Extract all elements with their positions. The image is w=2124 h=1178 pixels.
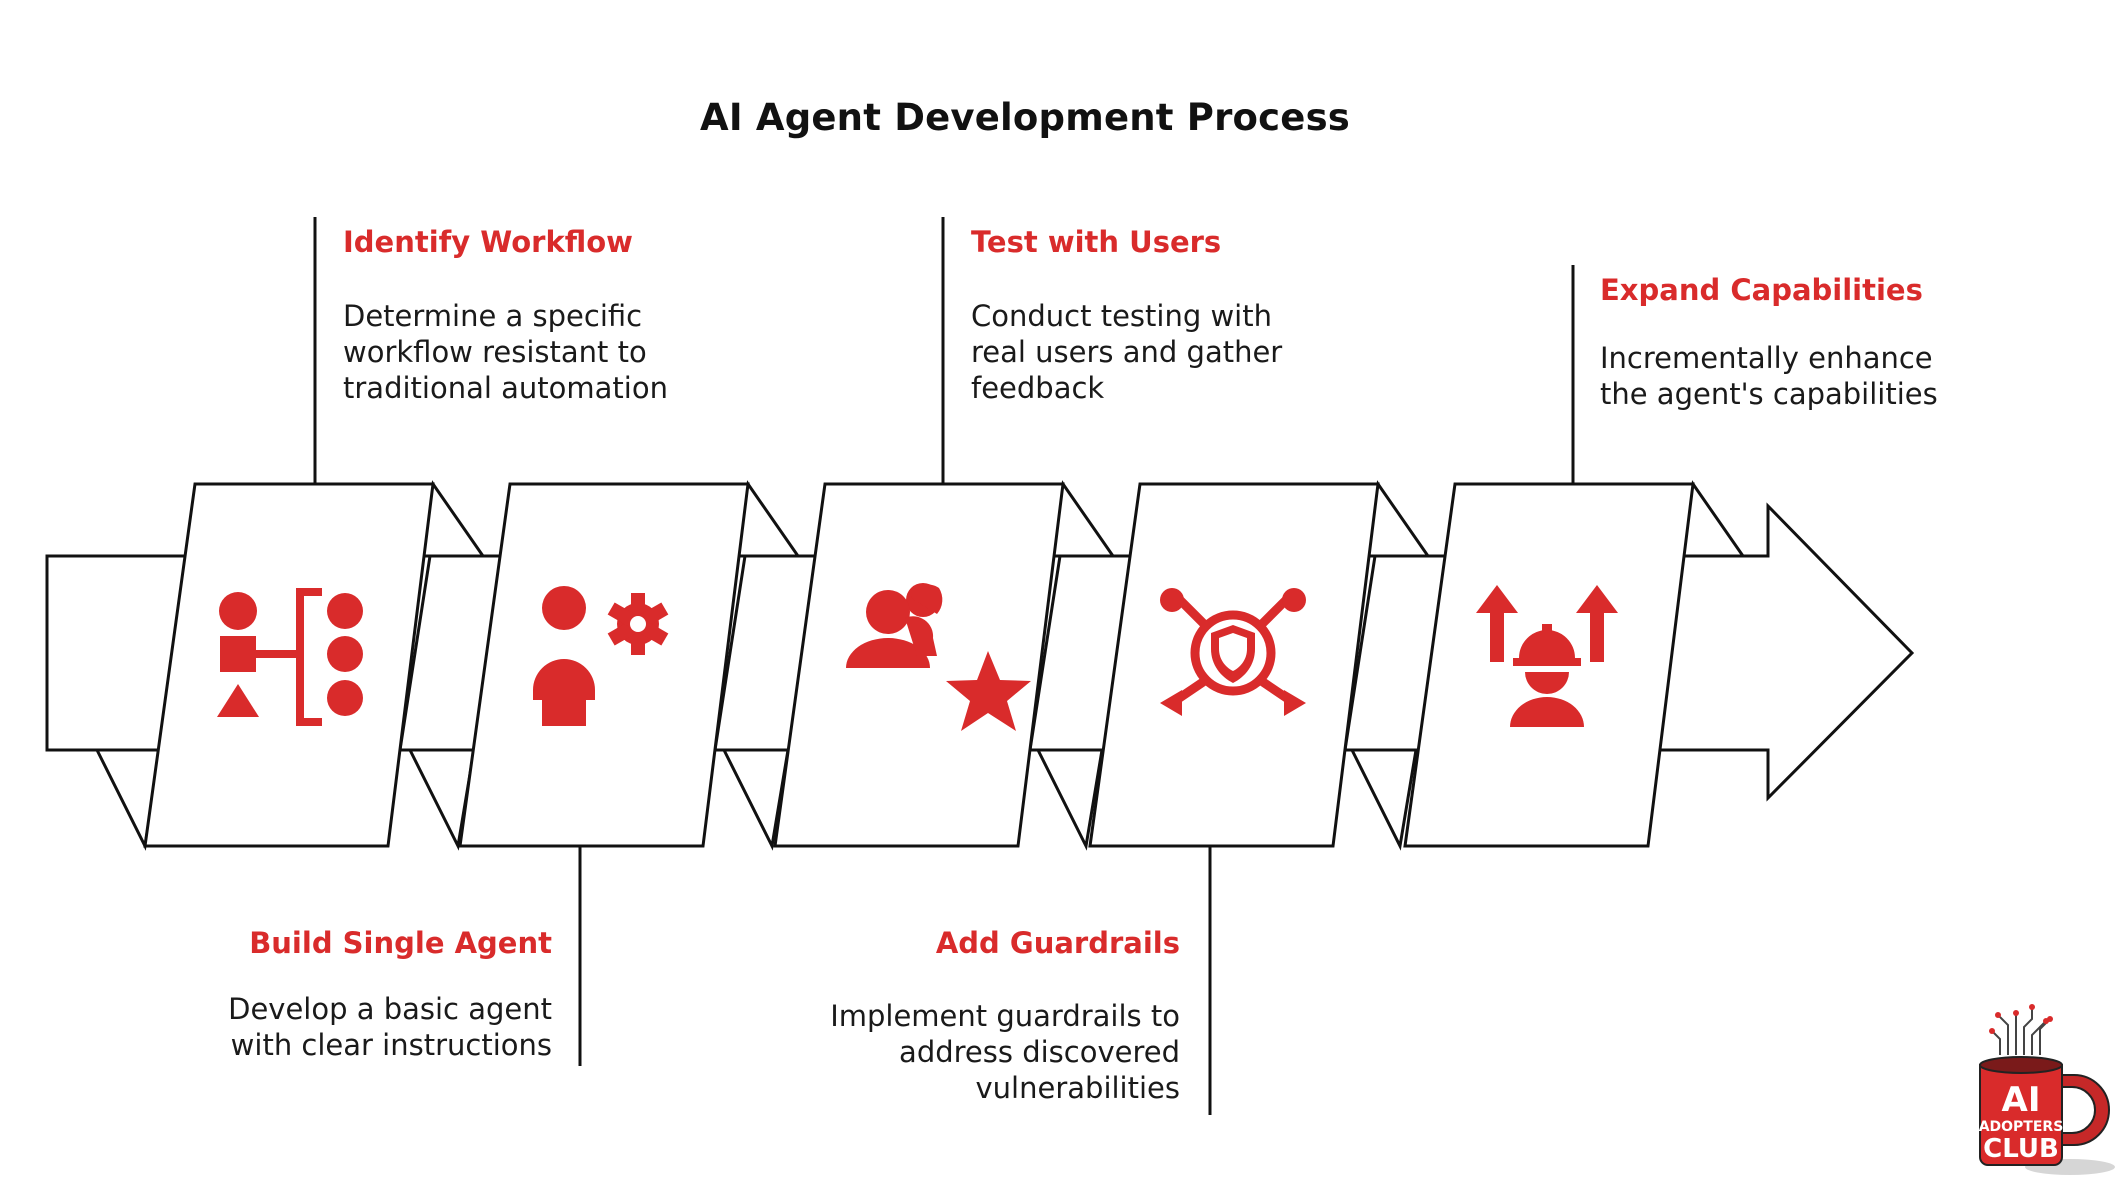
fold-bottom-3: [721, 748, 790, 851]
fold-bottom-5: [1349, 748, 1418, 851]
step-3-description: Conduct testing with real users and gath…: [971, 299, 1283, 405]
step-5-title: Expand Capabilities: [1600, 273, 1923, 307]
step-2-description: Develop a basic agent with clear instruc…: [228, 992, 552, 1062]
step-4-title: Add Guardrails: [935, 926, 1180, 960]
step-panel-2: [458, 482, 750, 848]
step-5-description: Incrementally enhance the agent's capabi…: [1600, 341, 1938, 411]
diagram-title: AI Agent Development Process: [699, 96, 1351, 139]
worker-arrows-icon: [1476, 585, 1618, 727]
step-1-title: Identify Workflow: [343, 225, 633, 259]
coffee-mug-circuit-icon: AI ADOPTERS CLUB: [1979, 1004, 2115, 1175]
person-gear-icon: [533, 586, 669, 726]
step-1-description: Determine a specific workflow resistant …: [343, 299, 668, 405]
step-3-title: Test with Users: [971, 225, 1222, 259]
shield-network-icon: [1160, 588, 1306, 716]
arrow-head: [1653, 502, 1915, 802]
logo-line-2: ADOPTERS: [1979, 1119, 2064, 1135]
workflow-shapes-icon: [217, 588, 363, 726]
step-panel-1: [143, 482, 435, 848]
step-2-title: Build Single Agent: [249, 926, 552, 960]
fold-bottom-4: [1035, 748, 1104, 851]
logo-line-3: CLUB: [1983, 1134, 2059, 1164]
step-4-description: Implement guardrails to address discover…: [830, 999, 1180, 1105]
logo-line-1: AI: [2002, 1080, 2041, 1120]
users-star-icon: [846, 583, 1031, 731]
